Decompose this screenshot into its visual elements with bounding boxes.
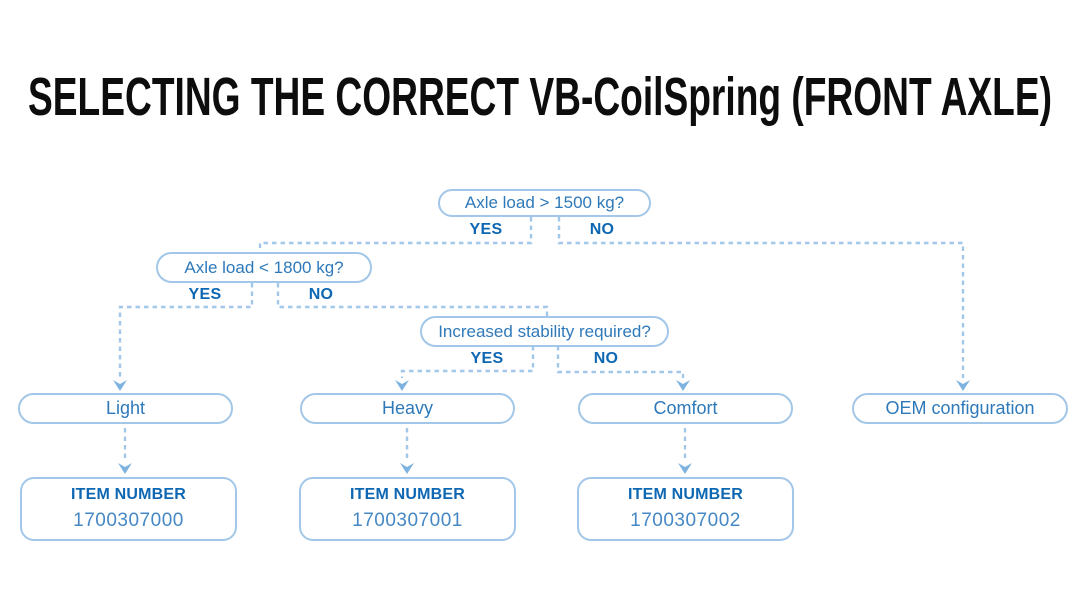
- yes-label-q3: YES: [470, 350, 504, 367]
- page-title: SELECTING THE CORRECT VB-CoilSpring (FRO…: [28, 70, 1052, 127]
- arrow-down-icon: [956, 380, 970, 391]
- item-number-box-heavy: ITEM NUMBER 1700307001: [299, 477, 516, 541]
- item-number-value: 1700307002: [630, 510, 741, 531]
- arrow-down-icon: [678, 463, 692, 474]
- connector-q1-no-oem: [557, 217, 965, 378]
- decision-box-increased-stability: Increased stability required?: [420, 316, 669, 347]
- yes-label-q1: YES: [469, 221, 503, 238]
- arrow-down-icon: [118, 463, 132, 474]
- decision-box-axle-load-1500: Axle load > 1500 kg?: [438, 189, 651, 217]
- item-number-label: ITEM NUMBER: [349, 486, 466, 503]
- decision-label: Axle load < 1800 kg?: [184, 257, 344, 277]
- item-number-label: ITEM NUMBER: [627, 486, 744, 503]
- item-number-box-light: ITEM NUMBER 1700307000: [20, 477, 237, 541]
- connector-q3-no-comfort: [556, 346, 685, 378]
- item-number-box-comfort: ITEM NUMBER 1700307002: [577, 477, 794, 541]
- outcome-label: Heavy: [381, 398, 434, 418]
- no-label-q2: NO: [308, 286, 334, 303]
- item-number-value: 1700307000: [73, 510, 184, 531]
- connector-q3-yes-heavy: [400, 346, 535, 378]
- outcome-box-comfort: Comfort: [578, 393, 793, 424]
- no-label-q3: NO: [593, 350, 619, 367]
- page-title-text: SELECTING THE CORRECT VB-CoilSpring (FRO…: [28, 70, 1052, 127]
- arrow-down-icon: [395, 380, 409, 391]
- outcome-box-oem-configuration: OEM configuration: [852, 393, 1068, 424]
- decision-label: Increased stability required?: [438, 321, 651, 341]
- decision-box-axle-load-1800: Axle load < 1800 kg?: [156, 252, 372, 283]
- yes-label-q2: YES: [188, 286, 222, 303]
- connector-q2-yes-light: [118, 283, 254, 378]
- item-number-label: ITEM NUMBER: [70, 486, 187, 503]
- outcome-box-light: Light: [18, 393, 233, 424]
- decision-label: Axle load > 1500 kg?: [464, 193, 625, 212]
- outcome-box-heavy: Heavy: [300, 393, 515, 424]
- connector-q1-yes: [258, 217, 533, 251]
- item-number-value: 1700307001: [352, 510, 463, 531]
- outcome-label: OEM configuration: [885, 398, 1035, 418]
- arrow-down-icon: [400, 463, 414, 474]
- arrow-down-icon: [113, 380, 127, 391]
- outcome-label: Light: [105, 398, 146, 418]
- connector-q2-no-q3: [276, 283, 549, 317]
- outcome-label: Comfort: [653, 398, 718, 418]
- no-label-q1: NO: [589, 221, 615, 238]
- arrow-down-icon: [676, 380, 690, 391]
